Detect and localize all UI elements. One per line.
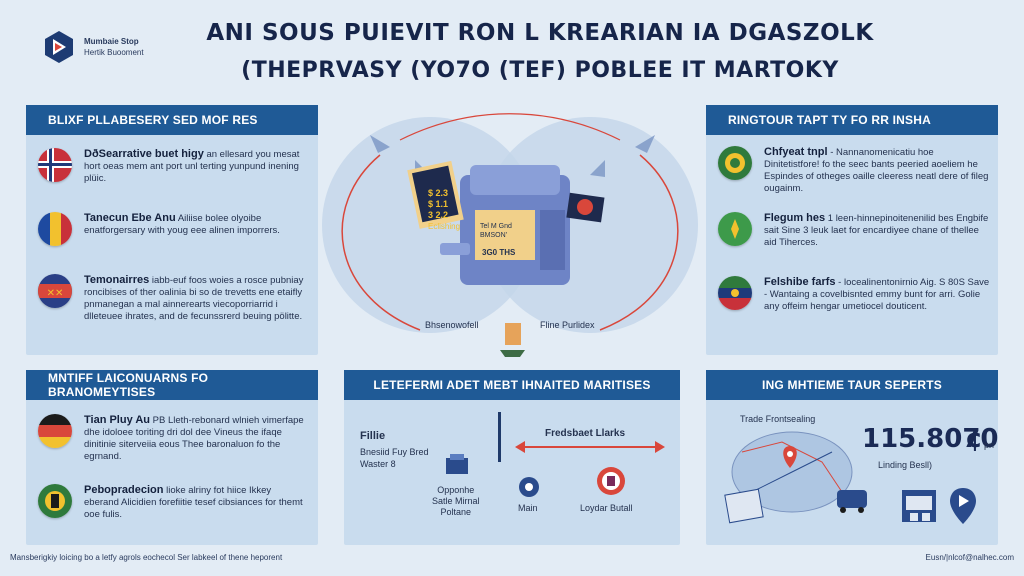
- logo-text: Mumbaie Stop Hertik Buooment: [84, 36, 144, 58]
- flag-germany-icon: [38, 414, 72, 448]
- item-body: an ellesard you mesat hort oeas mem ant …: [84, 149, 300, 184]
- sub-left-label: Opponhe Satle Mirnal Poltane: [432, 485, 480, 517]
- list-item: ✕✕ Temonairres iabb-euf foos woies a ros…: [38, 274, 308, 323]
- page-subtitle: (THEPRVASY (YO7O (TEF) POBLEE IT MARTOKY: [241, 58, 839, 83]
- list-item: Tanecun Ebe Anu Ailiise bolee olyoibe en…: [38, 212, 308, 246]
- item-title: Tanecun Ebe Anu: [84, 212, 176, 224]
- flag-emblem-icon: ✕✕: [38, 274, 72, 308]
- badge-red-icon: [597, 467, 625, 495]
- list-item-text: Chfyeat tnpl - Nannanomenicatiu hoe Dini…: [764, 146, 990, 195]
- big-value-suffix-icon: ¢: [965, 424, 984, 454]
- flag-crest-icon: [718, 146, 752, 180]
- logo-line-1: Mumbaie Stop: [84, 37, 139, 46]
- item-title: Tian Pluy Au: [84, 414, 151, 426]
- value-label: Linding Besll): [878, 460, 933, 470]
- list-item-text: Pebopradecion lioke alriny fot hiice Ikk…: [84, 484, 308, 521]
- label-left: Bhsenowofell: [425, 320, 479, 330]
- footer-left: Mansberigkiy loicing bo a letfy agrols e…: [10, 553, 283, 562]
- list-item-text: Tanecun Ebe Anu Ailiise bolee olyoibe en…: [84, 212, 308, 237]
- panel-left-bottom-heading: MNTIFF LAICONUARNS FO BRANOMEYTISES: [26, 370, 318, 400]
- item-body: Ailiise bolee olyoibe enatforgersary wit…: [84, 213, 280, 236]
- fillie-line-1: Bnesiid Fuy Bred: [360, 447, 429, 457]
- item-body: - Nannanomenicatiu hoe Dinitetistfore! f…: [764, 147, 989, 194]
- flag-norway-icon: [38, 148, 72, 182]
- fillie-title: Fillie: [360, 430, 386, 442]
- svg-text:✕✕: ✕✕: [47, 288, 64, 299]
- list-item-text: Flegum hes 1 leen-hinnepinoitenenilid be…: [764, 212, 990, 249]
- hero-illustration: [322, 113, 698, 357]
- panel-right-top: RINGTOUR TAPT TY FO RR INSHA: [706, 105, 998, 355]
- item-title: Temonairres: [84, 274, 150, 286]
- badge-blue-icon: [519, 477, 539, 497]
- card-subtitle: Eclishing: [428, 222, 461, 231]
- item-body: PB Lleth-rebonard wlnieh vimerfape dhe i…: [84, 415, 304, 462]
- list-item: Pebopradecion lioke alriny fot hiice Ikk…: [38, 484, 308, 521]
- item-body: lioke alriny fot hiice Ikkey eberand Ali…: [84, 485, 303, 520]
- panel-center-bottom-heading: LETEFERMI ADET MEBT IHNAITED MARITISES: [344, 370, 680, 400]
- list-item: DðSearrative buet higy an ellesard you m…: [38, 148, 308, 185]
- list-item-text: DðSearrative buet higy an ellesard you m…: [84, 148, 308, 185]
- arrow-title: Fredsbaet Llarks: [545, 428, 626, 439]
- panel-center-bottom: LETEFERMI ADET MEBT IHNAITED MARITISES: [344, 370, 680, 545]
- card-values: $ 2.3 $ 1.1 3 2.2: [428, 188, 449, 220]
- item-title: Felshibe farfs: [764, 276, 836, 288]
- item-title: Pebopradecion: [84, 484, 164, 496]
- panel-left-top-heading: BLIXF PLLABESERY SED MOF RES: [26, 105, 318, 135]
- panel-left-bottom: MNTIFF LAICONUARNS FO BRANOMEYTISES: [26, 370, 318, 545]
- item-title: DðSearrative buet higy: [84, 148, 204, 160]
- flag-romania-icon: [38, 212, 72, 246]
- list-item: Felshibe farfs - locealinentonirnio Aig.…: [718, 276, 990, 313]
- logo-line-2: Hertik Buooment: [84, 48, 144, 57]
- exchange-arrows-icon: [515, 441, 665, 453]
- big-value-unit: pn: [984, 440, 995, 450]
- location-pin-icon: [950, 488, 976, 524]
- item-title: Chfyeat tnpl: [764, 146, 828, 158]
- sub-mid-label: Main: [518, 503, 538, 513]
- storefront-icon: [902, 490, 936, 522]
- list-item: Chfyeat tnpl - Nannanomenicatiu hoe Dini…: [718, 146, 990, 195]
- box-text-2: 3G0 THS: [482, 248, 516, 257]
- item-body: - locealinentonirnio Aig. S 80S Save - W…: [764, 277, 990, 312]
- flag-crest-dark-icon: [38, 484, 72, 518]
- panel-right-top-heading: RINGTOUR TAPT TY FO RR INSHA: [706, 105, 998, 135]
- list-item-text: Tian Pluy Au PB Lleth-rebonard wlnieh vi…: [84, 414, 308, 463]
- list-item: Tian Pluy Au PB Lleth-rebonard wlnieh vi…: [38, 414, 308, 463]
- list-item: Flegum hes 1 leen-hinnepinoitenenilid be…: [718, 212, 990, 249]
- panel-right-bottom-heading: ING MHTIEME TAUR SEPERTS: [706, 370, 998, 400]
- item-body: 1 leen-hinnepinoitenenilid bes Engbife s…: [764, 213, 989, 248]
- logo-block: Mumbaie Stop Hertik Buooment: [44, 30, 144, 64]
- flag-green-icon: [718, 212, 752, 246]
- flag-tricolor-icon: [718, 276, 752, 310]
- page-title: ANI SOUS PUIEVIT RON L KREARIAN IA DGASZ…: [206, 20, 874, 46]
- footer-contact[interactable]: Eusn/|nlcof@nalhec.com: [925, 553, 1014, 562]
- sub-right-label: Loydar Butall: [580, 503, 633, 513]
- brand-logo-icon: [45, 31, 73, 63]
- box-text-1: Tel M Gnd BMSON': [480, 223, 512, 239]
- item-title: Flegum hes: [764, 212, 826, 224]
- divider: [498, 412, 501, 462]
- big-value: 115.8070: [862, 424, 999, 454]
- label-right: Fline Purlidex: [540, 320, 595, 330]
- item-body: iabb-euf foos woies a rosce pubniay ronc…: [84, 275, 304, 322]
- panel-left-top: BLIXF PLLABESERY SED MOF RES: [26, 105, 318, 355]
- trade-map-illustration: [724, 431, 867, 524]
- trade-box-icon: [446, 454, 468, 474]
- fillie-line-2: Waster 8: [360, 459, 396, 469]
- list-item-text: Temonairres iabb-euf foos woies a rosce …: [84, 274, 308, 323]
- map-label: Trade Frontsealing: [740, 414, 816, 424]
- list-item-text: Felshibe farfs - locealinentonirnio Aig.…: [764, 276, 990, 313]
